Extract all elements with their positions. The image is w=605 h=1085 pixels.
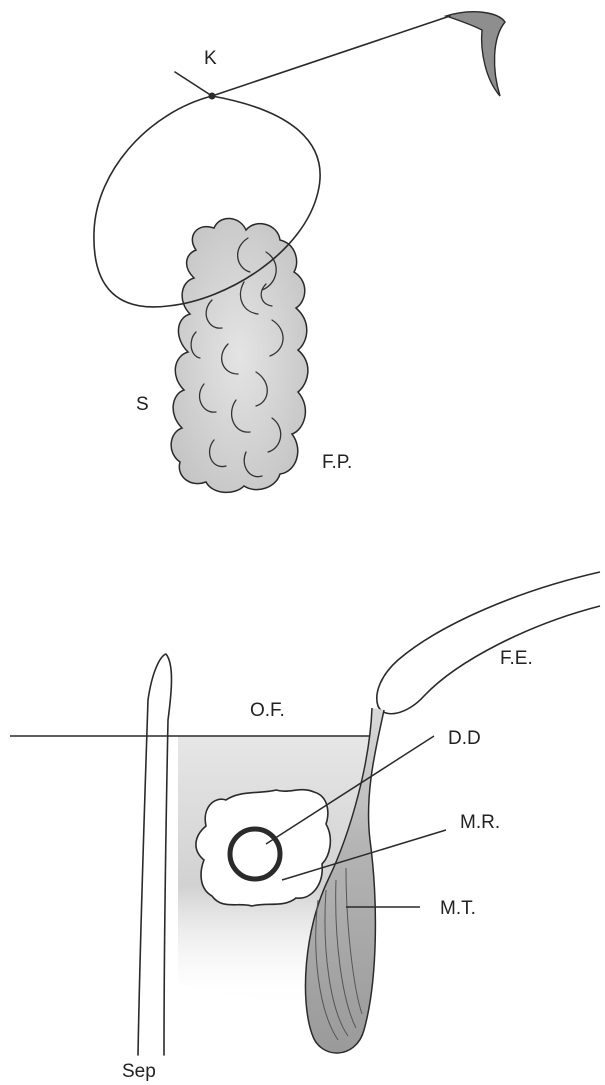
septum <box>138 654 172 1055</box>
fascia-edge <box>377 572 600 714</box>
label-mr: M.R. <box>460 812 500 833</box>
label-fat-pad: F.P. <box>322 452 352 473</box>
label-opening: O.F. <box>250 700 285 721</box>
bottom-figure: F.E. O.F. D.D M.R. M.T. Sep <box>10 572 600 1082</box>
label-septum: Sep <box>122 1061 156 1082</box>
dd-ring <box>230 829 280 879</box>
label-dd: D.D <box>448 728 481 749</box>
needle <box>446 12 505 96</box>
thread-line <box>212 16 450 96</box>
label-mt: M.T. <box>440 898 476 919</box>
label-suture: S <box>136 394 149 415</box>
knot-crossing-strand <box>175 72 212 96</box>
fat-pad <box>171 218 308 492</box>
label-knot: K <box>204 48 217 69</box>
top-figure: K S F.P. <box>94 12 505 493</box>
label-fascia-edge: F.E. <box>500 648 533 669</box>
